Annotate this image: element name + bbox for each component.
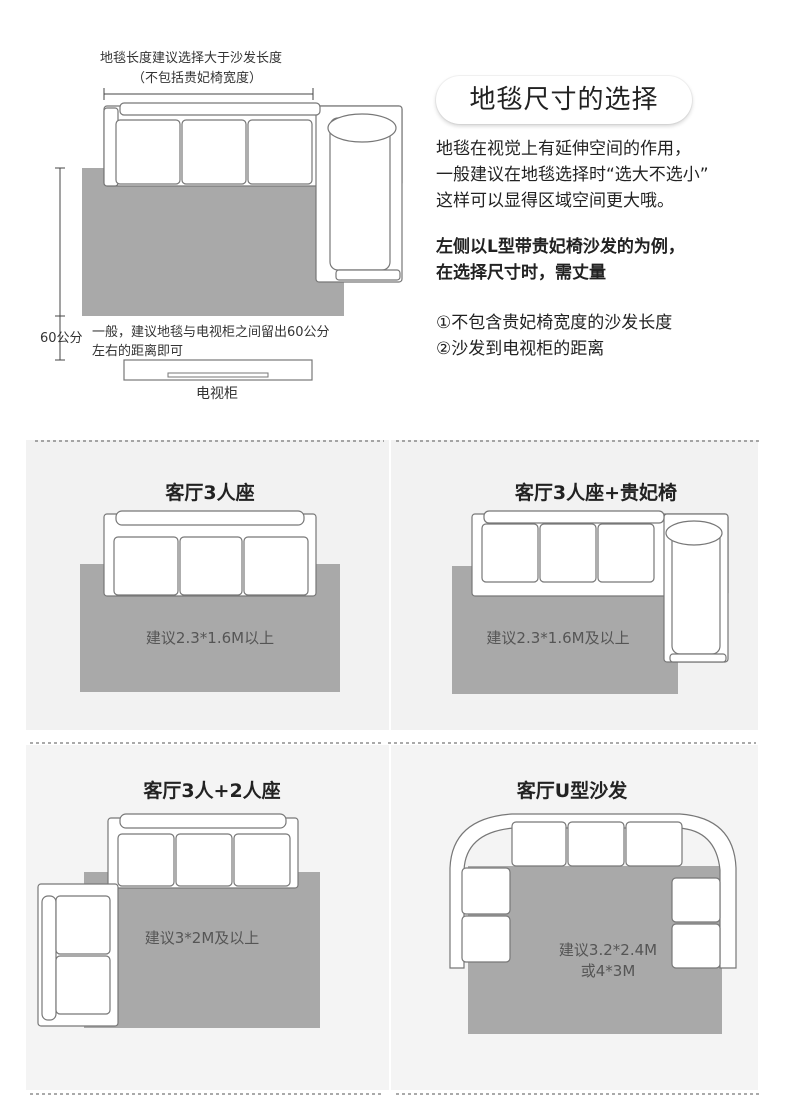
example-line: 左侧以L型带贵妃椅沙发的为例， — [436, 237, 685, 257]
width-arrow — [103, 88, 314, 100]
tv-cabinet — [123, 359, 313, 381]
distance-note-line2: 左右的距离即可 — [92, 344, 184, 359]
recommendation-line: 建议3*2M及以上 — [144, 929, 260, 947]
length-note-line2: （不包括贵妃椅宽度） — [132, 71, 263, 86]
recommendation-u-shaped: 建议3.2*2.4M 或4*3M — [520, 940, 696, 982]
rug — [84, 872, 320, 1028]
section-title: 地毯尺寸的选择 — [436, 76, 692, 124]
panel-title-three-plus-two: 客厅3人+2人座 — [143, 780, 281, 802]
length-note-line1: 地毯长度建议选择大于沙发长度 — [100, 51, 283, 66]
intro-paragraph: 地毯在视觉上有延伸空间的作用， 一般建议在地毯选择时“选大不选小” 这样可以显得… — [436, 136, 709, 214]
recommendation-line: 或4*3M — [580, 962, 636, 980]
tv-cabinet-label: 电视柜 — [196, 386, 238, 402]
u-shaped-sofa — [449, 813, 737, 969]
three-seat-sofa — [103, 510, 317, 597]
depth-arrow — [55, 167, 65, 361]
panel-title-u-shaped: 客厅U型沙发 — [516, 780, 628, 802]
recommendation-line: 建议3.2*2.4M — [558, 941, 658, 959]
example-paragraph: 左侧以L型带贵妃椅沙发的为例， 在选择尺寸时，需丈量 — [436, 234, 685, 286]
recommendation-three-plus-two: 建议3*2M及以上 — [84, 928, 320, 949]
measure-points: ①不包含贵妃椅宽度的沙发长度 ②沙发到电视柜的距离 — [436, 310, 672, 362]
recommendation-line: 建议2.3*1.6M及以上 — [486, 629, 630, 647]
rug — [82, 168, 344, 316]
panel-title-three-seat-chaise: 客厅3人座+贵妃椅 — [514, 482, 678, 504]
recommendation-three-seat: 建议2.3*1.6M以上 — [80, 628, 340, 649]
l-sofa-chaise — [471, 510, 729, 663]
example-line: 在选择尺寸时，需丈量 — [436, 263, 606, 283]
recommendation-line: 建议2.3*1.6M以上 — [145, 629, 275, 647]
intro-line: 一般建议在地毯选择时“选大不选小” — [436, 165, 709, 185]
recommendation-three-seat-chaise: 建议2.3*1.6M及以上 — [452, 628, 664, 649]
intro-line: 地毯在视觉上有延伸空间的作用， — [436, 139, 691, 159]
measure-point: ①不包含贵妃椅宽度的沙发长度 — [436, 313, 673, 333]
panel-title-three-seat: 客厅3人座 — [165, 482, 255, 504]
intro-line: 这样可以显得区域空间更大哦。 — [436, 191, 674, 211]
depth-label: 60公分 — [40, 331, 83, 346]
l-sofa — [103, 102, 403, 283]
measure-point: ②沙发到电视柜的距离 — [436, 339, 605, 359]
distance-note-line1: 一般，建议地毯与电视柜之间留出60公分 — [92, 325, 330, 340]
three-plus-two-sofa — [37, 813, 299, 1027]
